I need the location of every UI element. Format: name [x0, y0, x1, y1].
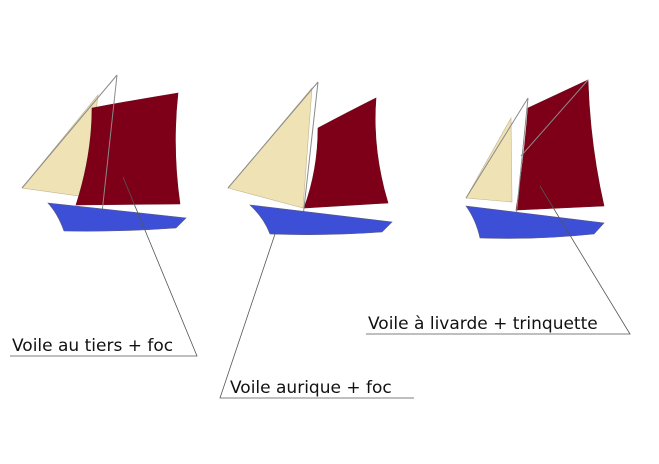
boat-1-forestay — [21, 74, 118, 189]
boat-3-callout-line — [366, 185, 631, 335]
boat-3-mast — [514, 97, 529, 229]
boat-3-label: Voile à livarde + trinquette — [368, 314, 598, 334]
boat-2: Voile aurique + foc — [219, 81, 414, 399]
boat-1-label: Voile au tiers + foc — [12, 336, 173, 356]
boat-2-forestay — [227, 81, 319, 189]
boat-1-hull — [47, 202, 187, 232]
boat-2-label: Voile aurique + foc — [230, 378, 392, 398]
boat-2-callout-line — [219, 233, 414, 399]
boat-2-jib-sail — [227, 87, 313, 209]
boat-3: Voile à livarde + trinquette — [366, 79, 631, 335]
boat-3-forestay — [465, 97, 529, 199]
boat-1: Voile au tiers + foc — [10, 74, 198, 357]
boat-1-mast — [100, 74, 118, 223]
boat-3-hull — [465, 205, 605, 239]
boat-2-hull — [249, 204, 393, 235]
boat-1-main-sail — [75, 92, 181, 206]
boat-2-mast — [301, 81, 319, 227]
boat-3-sprit — [520, 79, 589, 157]
boat-2-main-sail — [303, 97, 389, 209]
boat-1-callout-line — [10, 176, 198, 357]
boat-3-main-sail — [515, 79, 605, 211]
